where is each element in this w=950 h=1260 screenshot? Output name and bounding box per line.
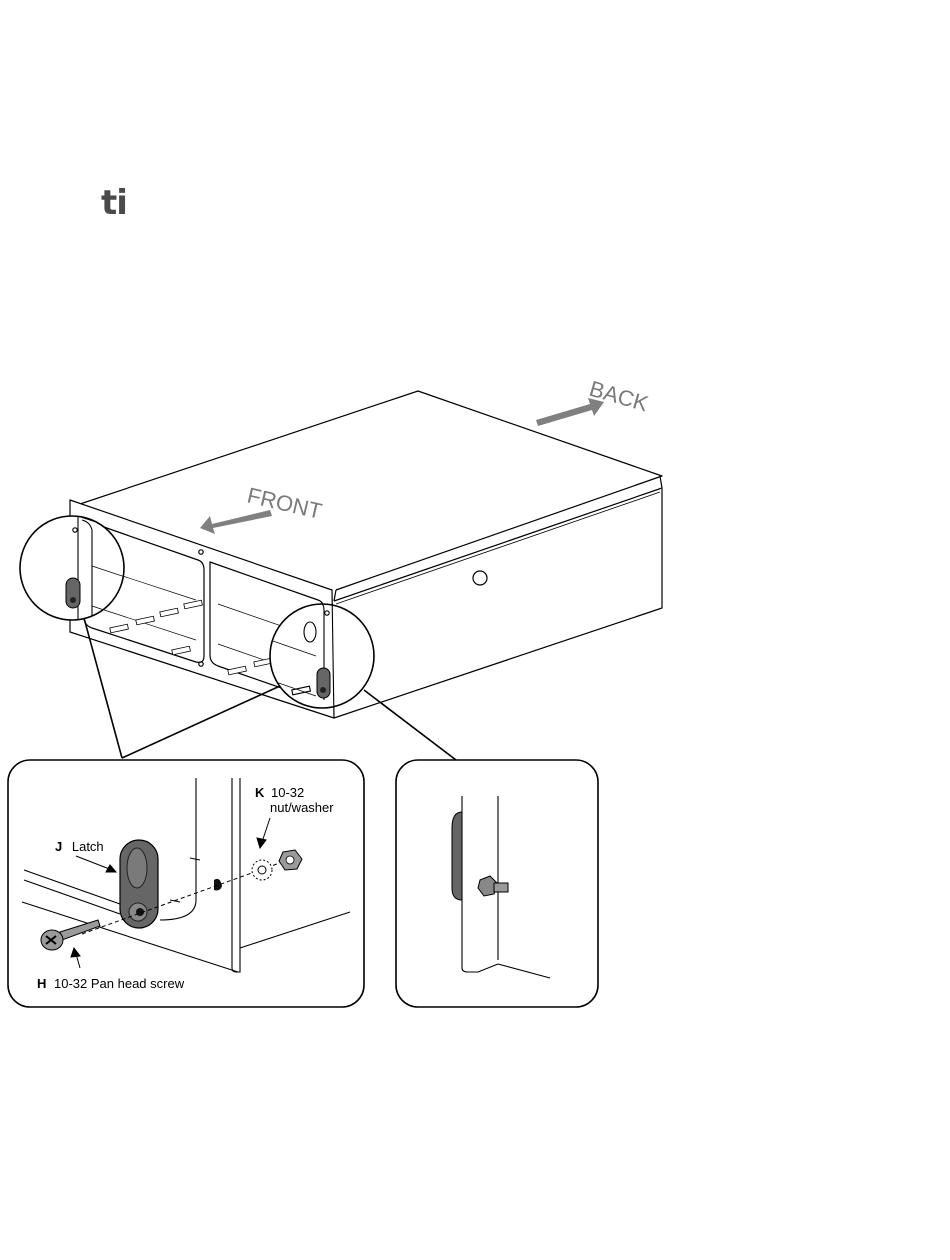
- installed-latch-detail: [396, 760, 598, 1007]
- washer-part-icon: [252, 860, 272, 880]
- latch-code: J: [55, 839, 62, 854]
- screw-code: H: [37, 976, 46, 991]
- svg-text:H 10-32 Pan head screw: H 10-32 Pan head screw: [37, 976, 185, 991]
- screw-label: 10-32 Pan head screw: [54, 976, 185, 991]
- svg-text:K 10-32: K 10-32: [255, 785, 304, 800]
- back-arrow-icon: [536, 398, 604, 426]
- nut-label-line1: 10-32: [271, 785, 304, 800]
- svg-text:J Latch: J Latch: [55, 839, 104, 854]
- latch-label: Latch: [72, 839, 104, 854]
- latch-install-detail: J Latch K 10-32 nut/washer H 10-32 Pan h…: [8, 760, 364, 1007]
- nut-code: K: [255, 785, 265, 800]
- nut-label-line2: nut/washer: [270, 800, 334, 815]
